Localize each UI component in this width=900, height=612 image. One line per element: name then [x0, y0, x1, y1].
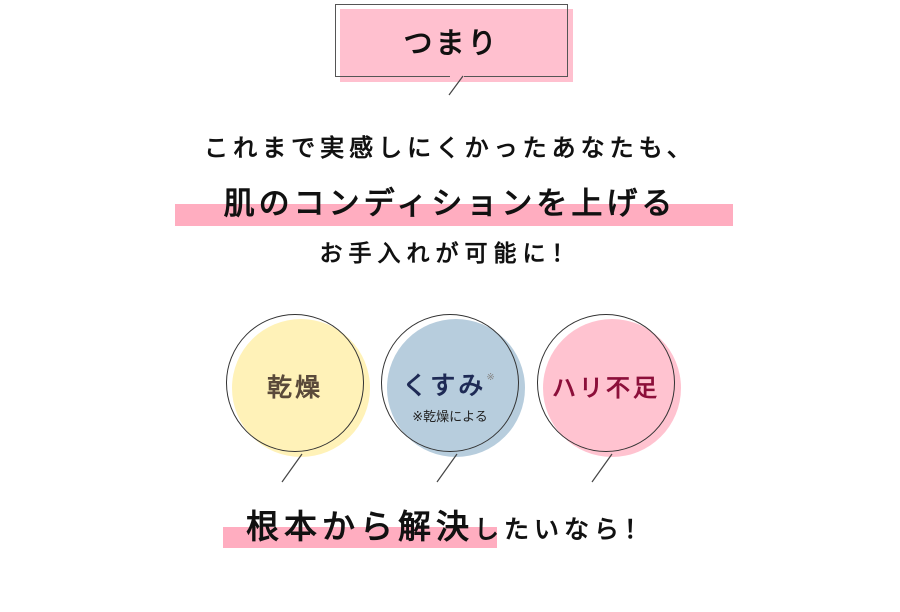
- label-box-fill: [340, 9, 573, 82]
- headline-line1: これまで実感しにくかったあなたも、: [204, 134, 696, 162]
- concern-dullness-label: くすみ: [402, 371, 487, 400]
- headline-highlight: [175, 204, 733, 226]
- conclusion: 根本から解決したいなら！: [0, 500, 900, 548]
- conclusion-highlight: [223, 527, 497, 548]
- label-box-tail: [448, 75, 464, 96]
- conclusion-emphasis: 根本から解決: [245, 507, 474, 546]
- concern-dryness-tail: [281, 453, 303, 483]
- concern-dullness-label-wrap: くすみ※: [381, 366, 519, 402]
- concern-firmness-label: ハリ不足: [552, 374, 660, 402]
- label-text: つまり: [403, 26, 500, 60]
- headline-line2: 肌のコンディションを上げる: [223, 186, 677, 222]
- concern-dryness-outline: [226, 314, 364, 452]
- concern-firmness-tail: [591, 453, 613, 483]
- conclusion-rest: したいなら！: [473, 515, 654, 544]
- label-box-tail-gap: [450, 75, 464, 79]
- concern-firmness-outline: [537, 314, 675, 452]
- headline-line3: お手入れが可能に！: [319, 241, 581, 267]
- concern-dullness-mark: ※: [486, 372, 498, 383]
- concern-dullness-outline: [381, 314, 519, 452]
- concern-dullness-tail: [436, 453, 458, 483]
- concern-dullness-note: ※乾燥による: [412, 410, 488, 425]
- concern-dryness-label: 乾燥: [266, 373, 323, 402]
